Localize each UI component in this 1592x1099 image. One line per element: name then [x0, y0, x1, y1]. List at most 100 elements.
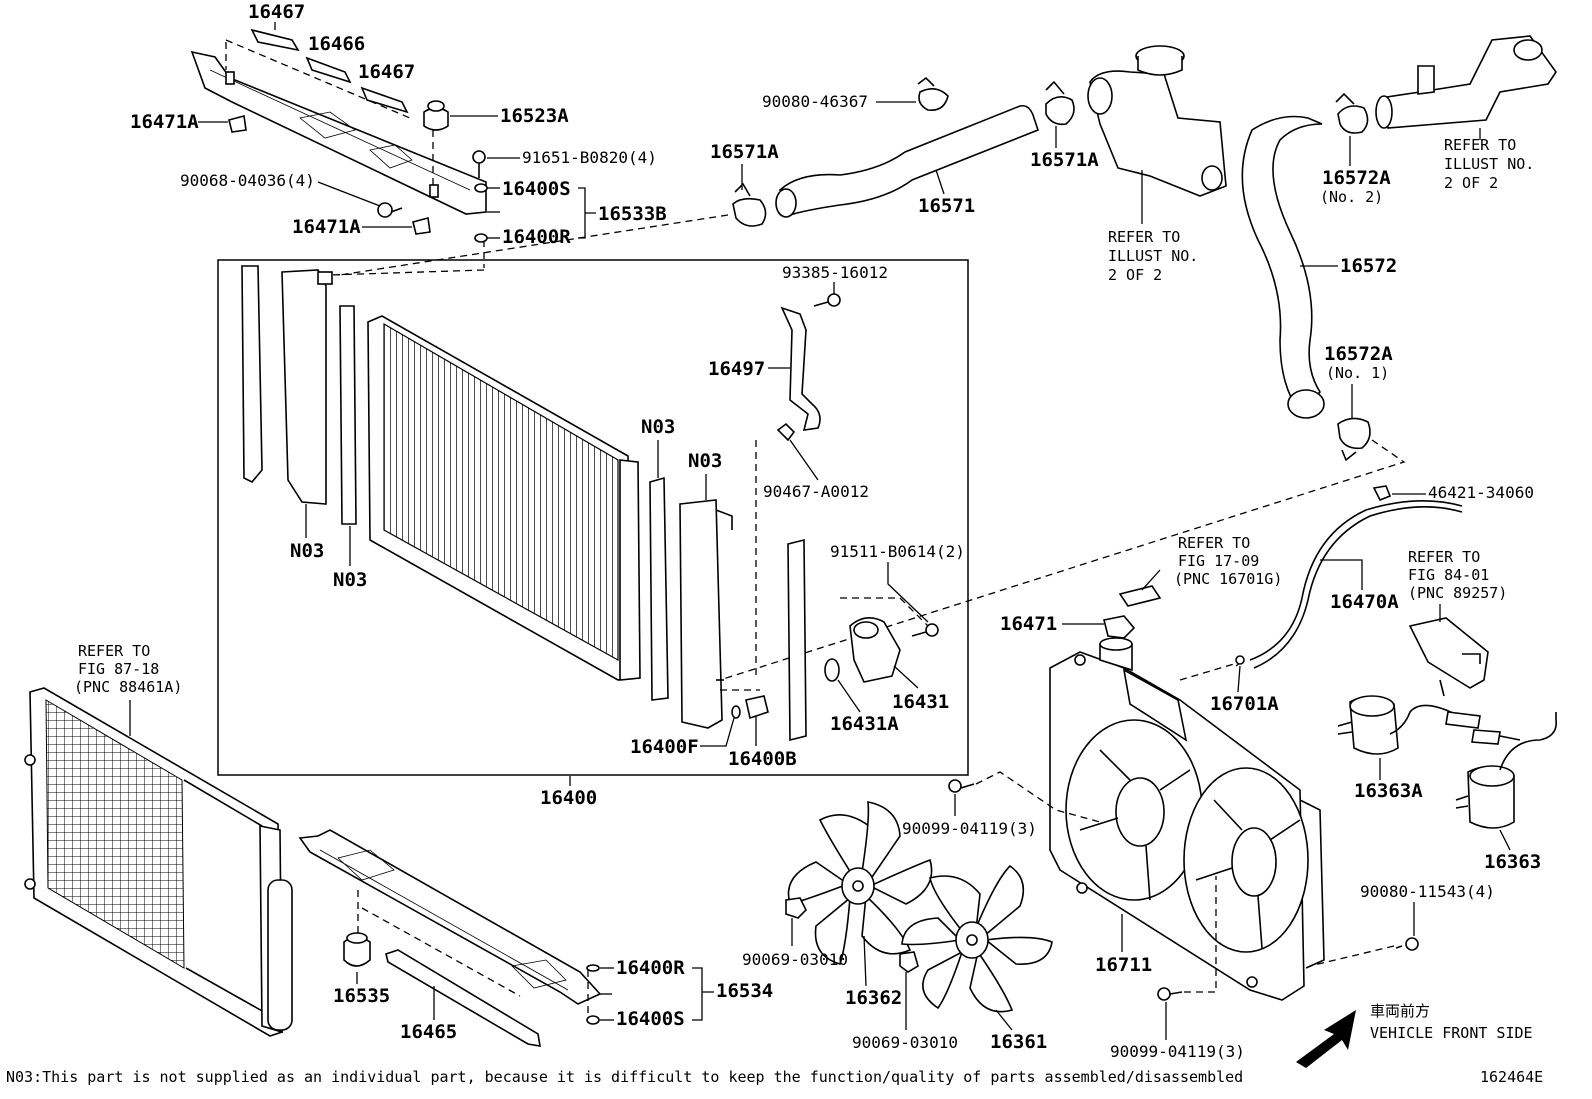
label-16572: 16572 — [1340, 255, 1397, 277]
label-16471a-mid: 16471A — [292, 216, 361, 238]
gasket-n03-a — [339, 305, 357, 525]
label-90069-03010-b: 90069-03010 — [852, 1033, 958, 1052]
radiator-upper-support-16533b — [190, 50, 487, 215]
label-16465: 16465 — [400, 1021, 457, 1043]
label-90099-04119-b: 90099-04119(3) — [1110, 1042, 1245, 1061]
filler-neck-group — [1087, 45, 1227, 224]
condenser-group — [24, 687, 293, 1037]
vehicle-front-label-jp: 車両前方 — [1370, 1002, 1430, 1020]
footnote: N03:This part is not supplied as an indi… — [6, 1068, 1243, 1086]
radiator-assembly-parts — [241, 265, 939, 742]
label-n03-c: N03 — [641, 416, 675, 438]
clip-16471 — [1103, 615, 1136, 639]
radiator-assembly-frame-16400 — [217, 259, 969, 776]
refer-fig1709-line1: REFER TO — [1178, 534, 1250, 552]
hose-clamp-16571a-right — [1045, 96, 1075, 126]
bracket-16497 — [780, 306, 821, 431]
refer-illust-b-line2: ILLUST NO. — [1444, 155, 1534, 173]
label-91651-b0820: 91651-B0820(4) — [522, 148, 657, 167]
label-16572a-no2-sub: (No. 2) — [1320, 188, 1383, 206]
bolt-90099-04119-b — [1157, 987, 1171, 1001]
label-90080-11543: 90080-11543(4) — [1360, 882, 1495, 901]
label-16701a: 16701A — [1210, 693, 1279, 715]
o-ring-16431a — [824, 658, 840, 682]
label-16431a: 16431A — [830, 713, 899, 735]
nut-90069-03010-b — [899, 951, 919, 973]
upper-hose-group — [339, 76, 1075, 276]
label-90069-03010-a: 90069-03010 — [742, 950, 848, 969]
hose-clamp-16572a-no1 — [1337, 417, 1371, 450]
radiator-right-tank — [679, 499, 723, 729]
hose-clamp-90080-46367 — [918, 88, 949, 112]
label-16470a: 16470A — [1330, 591, 1399, 613]
hose-clamp-16572a-no2 — [1337, 105, 1369, 134]
label-16711: 16711 — [1095, 954, 1152, 976]
label-16400f: 16400F — [630, 736, 699, 758]
label-16400s-top: 16400S — [502, 178, 571, 200]
label-16400s-bot: 16400S — [616, 1008, 685, 1030]
label-16466: 16466 — [308, 33, 365, 55]
refer-fig8718-line1: REFER TO — [78, 642, 150, 660]
cushion-16467-a — [250, 28, 300, 52]
refer-illust-b-line1: REFER TO — [1444, 136, 1516, 154]
fan-motor-16363a — [1337, 695, 1481, 755]
refer-fig8718-line3: (PNC 88461A) — [74, 678, 182, 696]
label-16400r-top: 16400R — [502, 226, 571, 248]
refer-fig1709-line3: (PNC 16701G) — [1174, 570, 1282, 588]
label-91511-b0614: 91511-B0614(2) — [830, 542, 965, 561]
label-16572a-no1-sub: (No. 1) — [1326, 364, 1389, 382]
seal-strip-right — [787, 538, 807, 742]
label-46421-34060: 46421-34060 — [1428, 483, 1534, 502]
label-16572a-no1: 16572A — [1324, 343, 1393, 365]
label-16362: 16362 — [845, 987, 902, 1009]
label-16363a: 16363A — [1354, 780, 1423, 802]
label-16571a-left: 16571A — [710, 141, 779, 163]
nut-90069-03010-a — [785, 897, 807, 919]
label-n03-d: N03 — [688, 450, 722, 472]
label-16467-a: 16467 — [248, 1, 305, 23]
seal-strip-left — [241, 265, 263, 483]
label-90099-04119-a: 90099-04119(3) — [902, 819, 1037, 838]
label-16533b: 16533B — [598, 203, 667, 225]
o-ring-16400f — [731, 705, 741, 719]
refer-illust-a-line3: 2 OF 2 — [1108, 266, 1162, 284]
refer-fig8718-line2: FIG 87-18 — [78, 660, 159, 678]
bolt-90080-11543 — [1405, 937, 1419, 951]
label-16363: 16363 — [1484, 851, 1541, 873]
label-16467-b: 16467 — [358, 61, 415, 83]
label-90467-a0012: 90467-A0012 — [763, 482, 869, 501]
label-16571: 16571 — [918, 195, 975, 217]
illustration-id: 162464E — [1480, 1068, 1543, 1086]
label-16535: 16535 — [333, 985, 390, 1007]
refer-fig1709-line2: FIG 17-09 — [1178, 552, 1259, 570]
label-16400r-bot: 16400R — [616, 957, 685, 979]
hose-clamp-16571a-left — [732, 197, 767, 227]
label-n03-b: N03 — [333, 569, 367, 591]
hose-fitting-46421-34060 — [1372, 485, 1392, 502]
label-16572a-no2: 16572A — [1322, 167, 1391, 189]
refer-illust-a-line1: REFER TO — [1108, 228, 1180, 246]
label-16471a-top: 16471A — [130, 111, 199, 133]
lower-support-group — [298, 829, 602, 1047]
clip-16471a-mid — [412, 216, 431, 235]
label-16431: 16431 — [892, 691, 949, 713]
radiator-left-tank — [281, 269, 327, 505]
refer-illust-b-line3: 2 OF 2 — [1444, 174, 1498, 192]
refer-fig8401-line2: FIG 84-01 — [1408, 566, 1489, 584]
bolt-93385-16012 — [827, 293, 841, 307]
bolt-91511-b0614 — [925, 623, 939, 637]
label-16471: 16471 — [1000, 613, 1057, 635]
refer-fig8401-line1: REFER TO — [1408, 548, 1480, 566]
refer-fig8401-line3: (PNC 89257) — [1408, 584, 1507, 602]
cushion-16465 — [385, 949, 541, 1047]
refer-illust-a-line2: ILLUST NO. — [1108, 247, 1198, 265]
water-pipe — [1378, 35, 1557, 129]
reservoir-hose-16470a — [1253, 506, 1463, 669]
label-16534: 16534 — [716, 980, 773, 1002]
lower-hose-group — [719, 35, 1557, 681]
label-16523a: 16523A — [500, 105, 569, 127]
clip-16471a-top — [228, 114, 247, 133]
label-16400: 16400 — [540, 787, 597, 809]
bolt-90099-04119-a — [948, 779, 962, 793]
